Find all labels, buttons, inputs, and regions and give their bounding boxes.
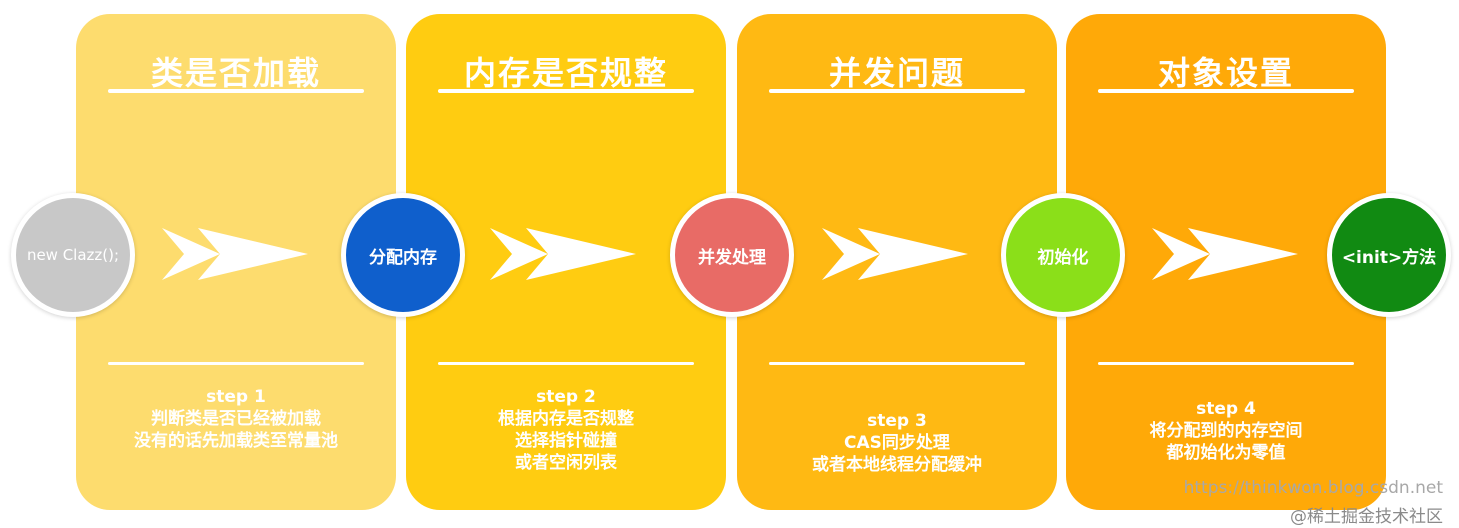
title-divider <box>108 89 364 93</box>
panel-description: step 1 判断类是否已经被加载 没有的话先加载类至常量池 <box>86 386 386 452</box>
description-line: 判断类是否已经被加载 <box>151 409 321 429</box>
panel-description: step 2 根据内存是否规整 选择指针碰撞 或者空闲列表 <box>416 386 716 474</box>
allocate-memory-node: 分配内存 <box>341 193 465 317</box>
initialize-node: 初始化 <box>1001 193 1125 317</box>
title-divider <box>769 89 1025 93</box>
description-line: 或者本地线程分配缓冲 <box>812 455 982 475</box>
node-label: 分配内存 <box>369 247 437 268</box>
panel-title: 类是否加载 <box>150 54 321 92</box>
panel-description: step 3 CAS同步处理 或者本地线程分配缓冲 <box>747 410 1047 476</box>
start-node: new Clazz(); <box>11 193 135 317</box>
description-line: CAS同步处理 <box>844 433 950 453</box>
init-method-node: <init>方法 <box>1327 193 1451 317</box>
arrow-right-icon <box>1152 228 1298 280</box>
description-line: 选择指针碰撞 <box>515 431 617 451</box>
arrow-right-icon <box>162 228 308 280</box>
node-label: 初始化 <box>1037 247 1089 268</box>
step-label: step 3 <box>867 411 927 431</box>
step-label: step 1 <box>206 387 266 407</box>
description-divider <box>438 362 694 365</box>
panel-title: 并发问题 <box>828 54 965 92</box>
node-label: <init>方法 <box>1341 247 1437 268</box>
step-label: step 2 <box>536 387 596 407</box>
arrow-right-icon <box>490 228 636 280</box>
node-label: 并发处理 <box>698 247 766 268</box>
description-line: 将分配到的内存空间 <box>1149 421 1303 441</box>
description-divider <box>1098 362 1354 365</box>
description-divider <box>769 362 1025 365</box>
panel-title: 对象设置 <box>1157 54 1294 92</box>
description-line: 或者空闲列表 <box>515 453 617 473</box>
watermark-site: @稀土掘金技术社区 <box>1290 507 1443 527</box>
watermark-url: https://thinkwon.blog.csdn.net <box>1183 478 1443 498</box>
concurrency-node: 并发处理 <box>670 193 794 317</box>
description-divider <box>108 362 364 365</box>
panel-description: step 4 将分配到的内存空间 都初始化为零值 <box>1076 398 1376 464</box>
description-line: 都初始化为零值 <box>1166 443 1286 463</box>
arrow-right-icon <box>822 228 968 280</box>
description-line: 没有的话先加载类至常量池 <box>134 431 338 451</box>
step-label: step 4 <box>1196 399 1256 419</box>
title-divider <box>438 89 694 93</box>
node-label: new Clazz(); <box>26 246 120 264</box>
panel-title: 内存是否规整 <box>463 54 668 92</box>
description-line: 根据内存是否规整 <box>498 409 634 429</box>
title-divider <box>1098 89 1354 93</box>
